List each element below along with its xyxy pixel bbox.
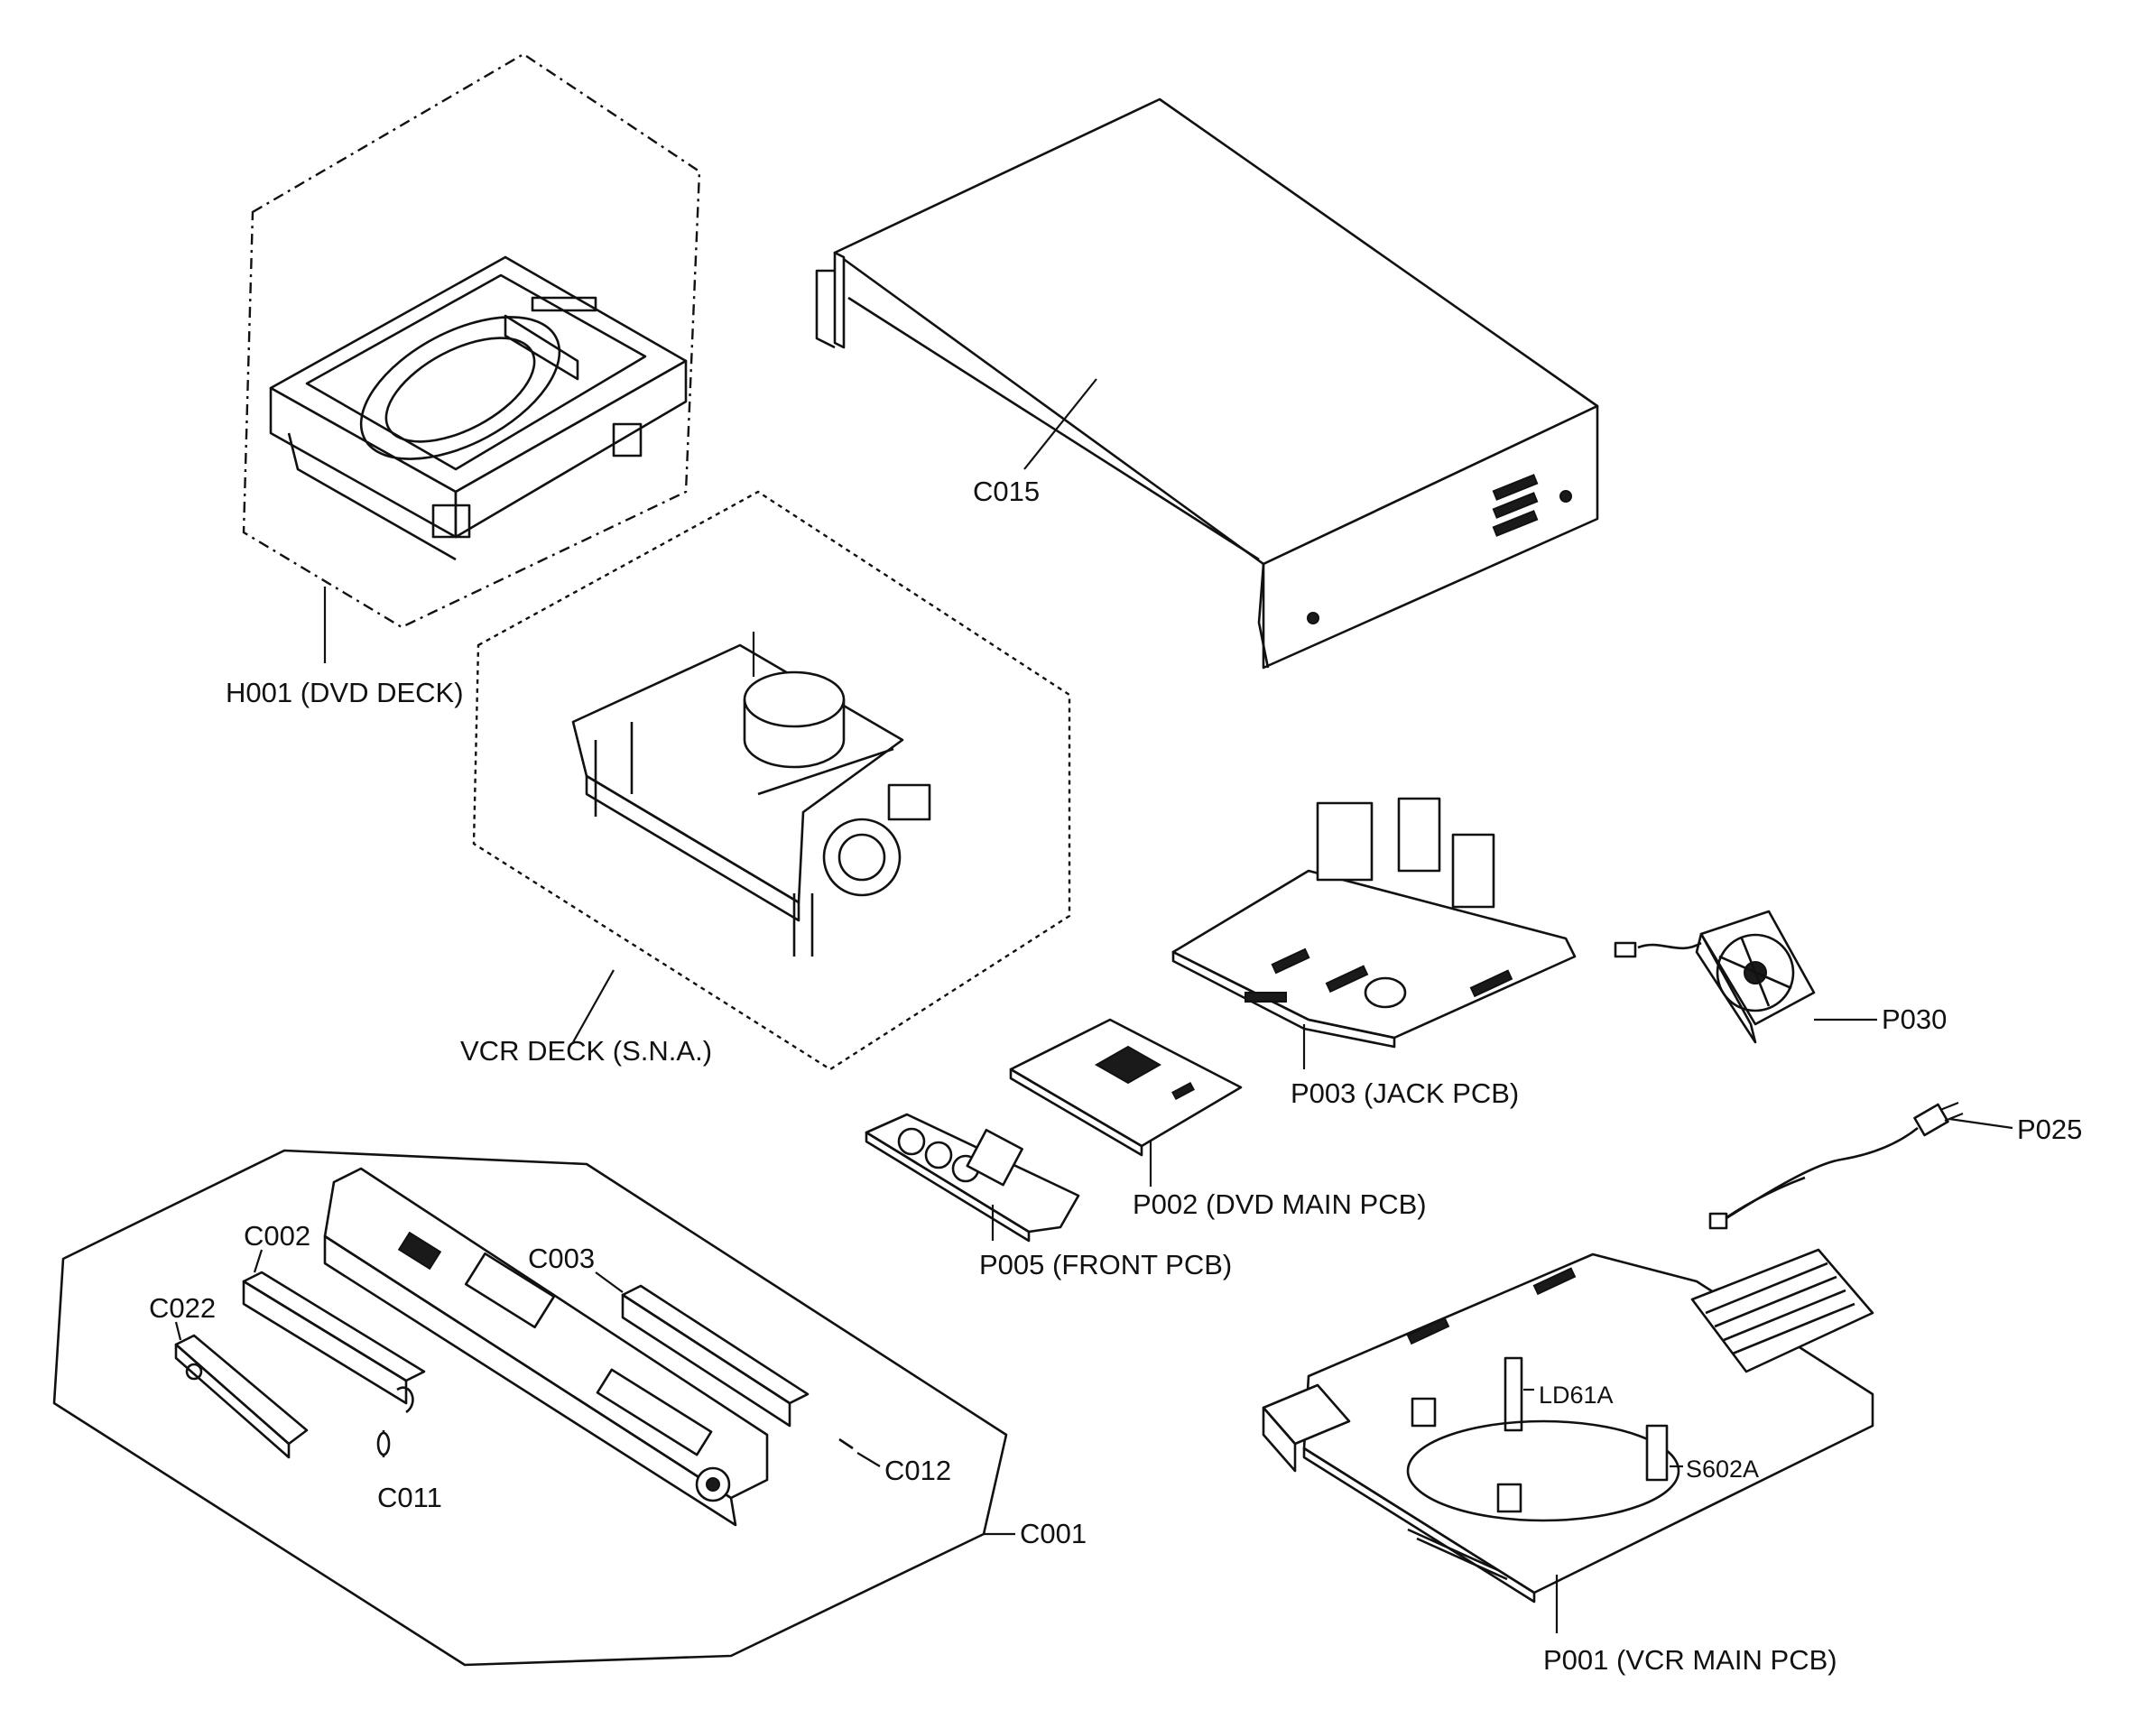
dvd-deck-group: H001 (DVD DECK) [226, 52, 701, 708]
top-cover-group: C015 [815, 97, 1599, 670]
front-pcb-group: P005 (FRONT PCB) [865, 1113, 1232, 1280]
vcr-deck-boundary [472, 490, 1071, 1071]
front-panel-boundary [52, 1149, 1008, 1667]
jack-pcb-group: P003 (JACK PCB) [1171, 797, 1577, 1109]
c022-label: C022 [149, 1292, 216, 1324]
p005-label: P005 (FRONT PCB) [979, 1249, 1232, 1280]
p025-label: P025 [2017, 1114, 2082, 1145]
vcr-deck-group: VCR DECK (S.N.A.) [460, 490, 1071, 1071]
p002-label: P002 (DVD MAIN PCB) [1133, 1188, 1427, 1220]
vcr-main-pcb-group: LD61A S602A P001 (VCR MAIN PCB) [1262, 1248, 1874, 1676]
c012-drawing [838, 1437, 854, 1450]
jack-pcb-drawing [1171, 869, 1577, 1040]
c011-label: C011 [377, 1482, 442, 1513]
h001-label: H001 (DVD DECK) [226, 677, 464, 708]
ld61a-label: LD61A [1539, 1382, 1614, 1409]
dvd-main-pcb-group: P002 (DVD MAIN PCB) [1009, 1018, 1427, 1220]
front-panel-drawing [323, 1167, 769, 1527]
c015-label: C015 [973, 476, 1040, 507]
dvd-main-pcb-drawing [1009, 1018, 1243, 1148]
front-pcb-drawing [865, 1113, 1080, 1234]
vcr-deck-drawing [571, 632, 931, 957]
p001-label: P001 (VCR MAIN PCB) [1543, 1644, 1837, 1676]
dvd-deck-drawing [269, 255, 688, 561]
c001-label: C001 [1020, 1518, 1087, 1549]
c002-drawing [242, 1271, 426, 1382]
fan-group: P030 [1614, 910, 1947, 1044]
p030-label: P030 [1882, 1003, 1947, 1035]
c012-label: C012 [884, 1455, 951, 1486]
power-cord-group: P025 [1708, 1101, 2082, 1230]
power-cord-drawing [1718, 1126, 1919, 1225]
p003-label: P003 (JACK PCB) [1291, 1077, 1519, 1109]
c003-label: C003 [528, 1243, 595, 1274]
vcr-deck-label: VCR DECK (S.N.A.) [460, 1035, 712, 1067]
dvd-deck-boundary [242, 52, 701, 629]
c002-label: C002 [244, 1220, 310, 1252]
c022-drawing [174, 1334, 309, 1446]
front-panel-group: C002 C022 C003 C011 C012 C001 [52, 1149, 1087, 1667]
s602a-label: S602A [1686, 1456, 1759, 1483]
